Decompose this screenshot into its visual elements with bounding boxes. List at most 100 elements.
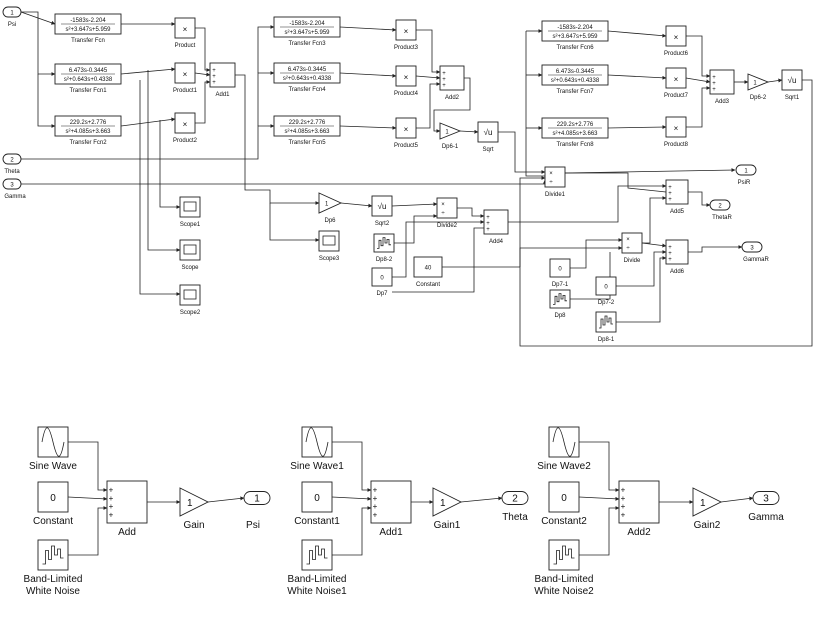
signal-line[interactable] — [641, 242, 667, 248]
signal-line[interactable] — [607, 74, 667, 80]
sum-block[interactable]: ++++Add1 — [370, 480, 412, 538]
signal-line[interactable] — [720, 496, 754, 503]
signal-line[interactable] — [392, 220, 485, 278]
signal-line[interactable] — [565, 172, 667, 193]
signal-line[interactable] — [616, 250, 667, 287]
sum-block[interactable]: +++Add4 — [483, 209, 509, 245]
sine-wave-block[interactable]: Sine Wave1 — [290, 426, 344, 472]
product-block[interactable]: ×Product3 — [394, 19, 419, 51]
signal-line[interactable] — [459, 129, 479, 134]
scope-block[interactable]: Scope1 — [179, 196, 201, 228]
sum-block[interactable]: +++Add6 — [665, 239, 689, 275]
signal-line[interactable] — [460, 496, 503, 503]
product-block[interactable]: ×Product — [174, 17, 196, 49]
sum-block[interactable]: ++++Add2 — [618, 480, 660, 538]
signal-line[interactable] — [607, 30, 667, 38]
signal-line[interactable] — [498, 131, 546, 174]
product-block[interactable]: ×Product1 — [173, 62, 198, 94]
signal-line[interactable] — [457, 207, 485, 218]
signal-line[interactable] — [686, 86, 711, 128]
signal-line[interactable] — [159, 120, 181, 209]
signal-line[interactable] — [68, 506, 108, 556]
product-block[interactable]: ×Product6 — [664, 25, 689, 57]
signal-line[interactable] — [339, 26, 397, 32]
sum-block[interactable]: +++Add2 — [439, 65, 465, 101]
signal-line[interactable] — [519, 246, 623, 267]
signal-line[interactable] — [392, 227, 484, 293]
signal-line[interactable] — [607, 125, 667, 130]
signal-line[interactable] — [642, 196, 667, 244]
signal-line[interactable] — [415, 75, 441, 80]
divide-block[interactable]: ×÷Divide — [621, 232, 643, 264]
signal-line[interactable] — [579, 441, 620, 492]
signal-line[interactable] — [21, 179, 547, 185]
signal-line[interactable] — [139, 80, 181, 296]
signal-line[interactable] — [394, 214, 438, 244]
signal-line[interactable] — [433, 77, 471, 133]
signal-line[interactable] — [37, 74, 56, 128]
signal-line[interactable] — [570, 252, 611, 300]
signal-line[interactable] — [416, 29, 441, 74]
signal-line[interactable] — [235, 74, 320, 205]
signal-line[interactable] — [688, 191, 711, 207]
signal-line[interactable] — [508, 184, 667, 223]
signal-line[interactable] — [616, 256, 667, 323]
signal-line[interactable] — [688, 245, 743, 253]
sum-block[interactable]: +++Add5 — [665, 179, 689, 215]
product-block[interactable]: ×Product2 — [173, 112, 198, 144]
sum-block[interactable]: +++Add3 — [709, 69, 735, 105]
product-block[interactable]: ×Product4 — [394, 65, 419, 97]
signal-line[interactable] — [21, 11, 56, 76]
sum-block[interactable]: +++Add1 — [209, 62, 236, 98]
signal-line[interactable] — [579, 506, 620, 556]
sum-block[interactable]: ++++Add — [106, 480, 148, 538]
signal-line[interactable] — [67, 496, 108, 501]
sine-wave-block[interactable]: Sine Wave — [29, 426, 77, 472]
signal-line[interactable] — [331, 496, 372, 501]
signal-line[interactable] — [332, 441, 372, 492]
product-block[interactable]: ×Product8 — [664, 116, 689, 148]
band-limited-noise-block[interactable]: Dp8-2 — [373, 233, 395, 263]
signal-line[interactable] — [68, 441, 108, 492]
sine-wave-block[interactable]: Sine Wave2 — [537, 426, 591, 472]
signal-line[interactable] — [519, 79, 813, 347]
signal-line[interactable] — [21, 124, 275, 160]
scope-block[interactable]: Scope3 — [318, 230, 340, 262]
signal-line[interactable] — [767, 78, 783, 83]
signal-line[interactable] — [525, 31, 545, 177]
signal-line[interactable] — [207, 496, 245, 503]
signal-line[interactable] — [332, 506, 372, 556]
signal-line[interactable] — [194, 72, 211, 77]
signal-line[interactable] — [391, 202, 438, 207]
